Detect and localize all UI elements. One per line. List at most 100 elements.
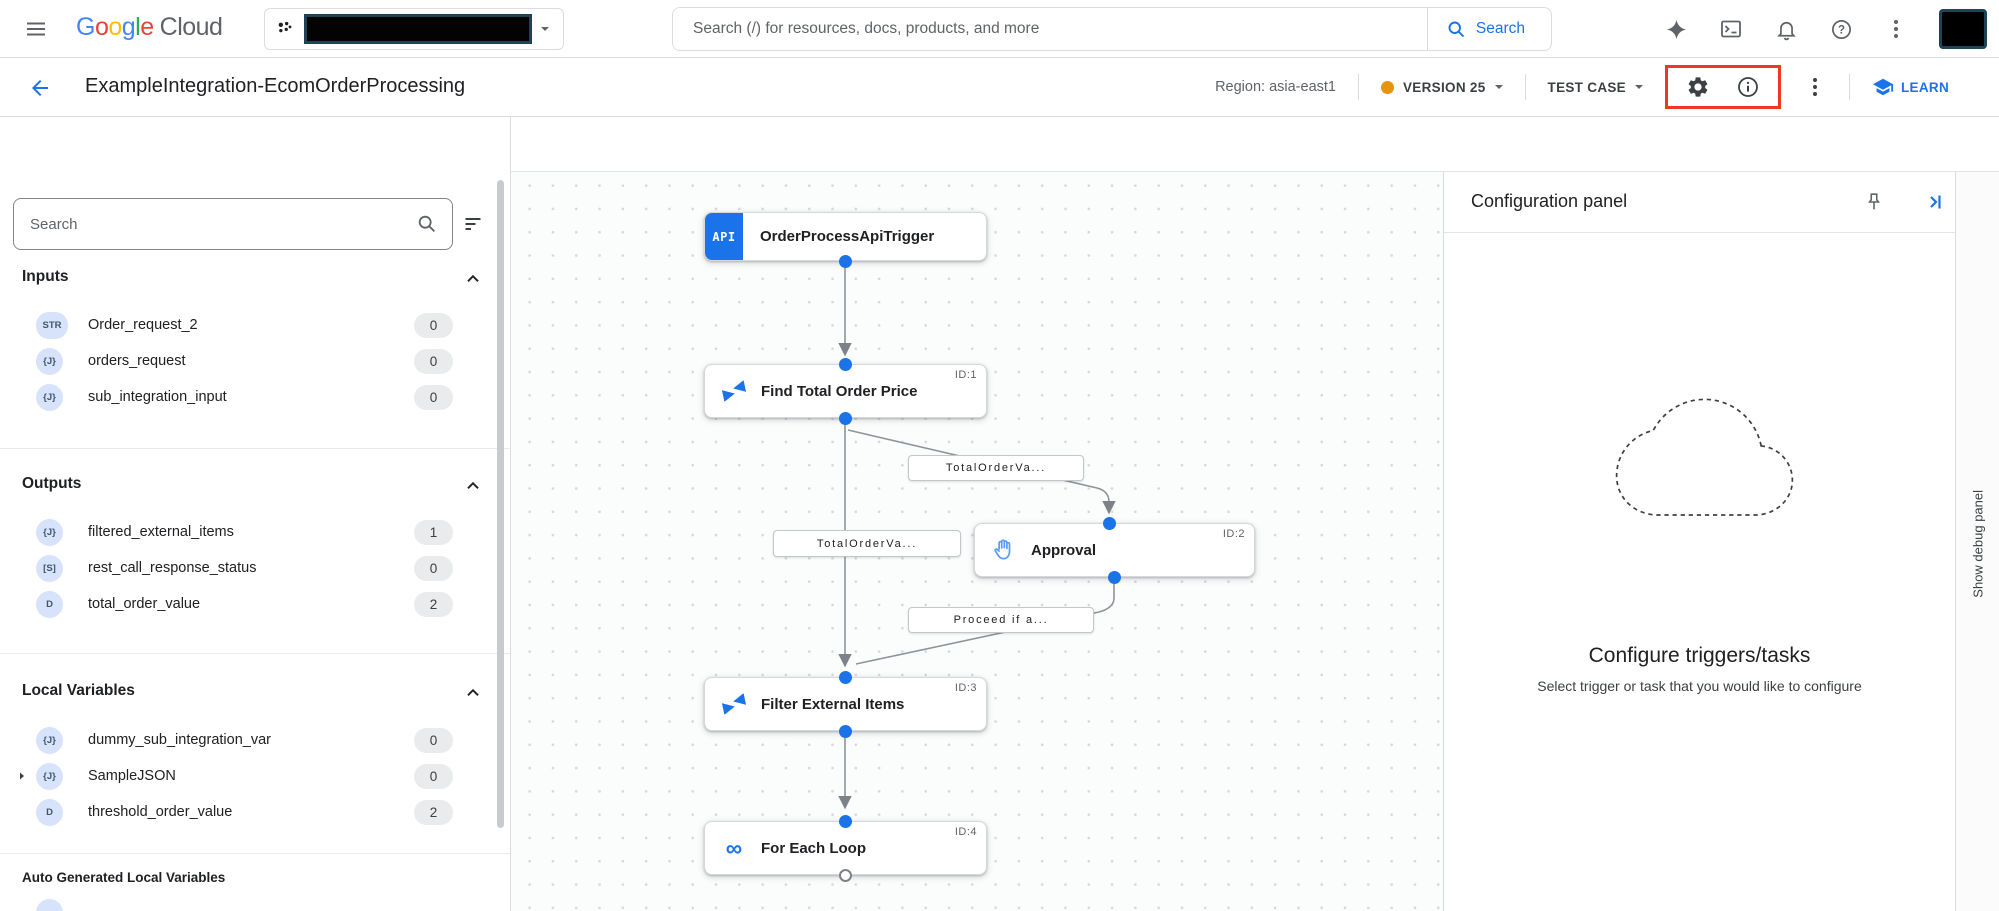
connector-dot[interactable] xyxy=(838,411,852,425)
logo-cloud-text: Cloud xyxy=(159,13,223,41)
node-for-each-loop[interactable]: ID:4 ∞ For Each Loop xyxy=(704,821,987,875)
usage-count[interactable]: 2 xyxy=(414,591,453,617)
page-title: ExampleIntegration-EcomOrderProcessing xyxy=(85,75,466,97)
global-search-input[interactable] xyxy=(673,8,1427,50)
configuration-panel: Configuration panel Configure triggers/t… xyxy=(1443,172,1955,911)
test-case-selector[interactable]: TEST CASE xyxy=(1548,80,1643,95)
edge-label[interactable]: Proceed if a... xyxy=(908,607,1094,633)
node-filter-external-items[interactable]: ID:3 Filter External Items xyxy=(704,677,987,731)
toolbar-divider xyxy=(510,171,1999,172)
more-options-icon[interactable] xyxy=(1884,17,1908,41)
connector-dot[interactable] xyxy=(1107,570,1121,584)
type-badge: D xyxy=(36,590,63,618)
connector-dot[interactable] xyxy=(838,357,852,371)
help-icon[interactable]: ? xyxy=(1829,17,1853,41)
chevron-up-icon[interactable] xyxy=(462,682,484,704)
header-more-icon[interactable] xyxy=(1803,75,1827,99)
variable-row[interactable]: STR Order_request_2 0 xyxy=(0,307,496,343)
edge-label[interactable]: TotalOrderVa... xyxy=(908,455,1084,481)
region-label: Region: asia-east1 xyxy=(1215,79,1336,95)
search-button[interactable]: Search xyxy=(1426,8,1551,50)
version-selector[interactable]: VERSION 25 xyxy=(1381,80,1503,95)
header-actions: Region: asia-east1 VERSION 25 TEST CASE xyxy=(1215,58,1949,116)
pin-icon[interactable] xyxy=(1863,191,1885,213)
configuration-panel-header: Configuration panel xyxy=(1444,172,1955,233)
caret-down-icon xyxy=(541,27,549,31)
show-debug-panel-label: Show debug panel xyxy=(1970,490,1985,598)
settings-gear-icon[interactable] xyxy=(1686,75,1710,99)
type-badge-partial xyxy=(36,899,63,911)
svg-text:?: ? xyxy=(1837,24,1844,36)
variable-row[interactable]: D total_order_value 2 xyxy=(0,586,496,622)
global-search: Search xyxy=(672,7,1552,51)
section-header-inputs: Inputs xyxy=(22,268,69,285)
usage-count[interactable]: 0 xyxy=(414,312,453,338)
loop-infinity-icon: ∞ xyxy=(725,834,743,861)
cloud-shell-icon[interactable] xyxy=(1719,17,1743,41)
variable-row[interactable]: {J} dummy_sub_integration_var 0 xyxy=(0,722,496,758)
node-order-process-api-trigger[interactable]: API OrderProcessApiTrigger xyxy=(704,212,987,261)
variable-row[interactable]: {J} filtered_external_items 1 xyxy=(0,514,496,550)
show-debug-panel-strip[interactable]: Show debug panel xyxy=(1955,172,1999,911)
gemini-sparkle-icon[interactable] xyxy=(1664,17,1688,41)
connector-dot[interactable] xyxy=(838,254,852,268)
variable-row[interactable]: D threshold_order_value 2 xyxy=(0,794,496,830)
back-arrow-icon[interactable] xyxy=(28,76,52,100)
search-icon xyxy=(1446,19,1467,40)
integration-header: ExampleIntegration-EcomOrderProcessing R… xyxy=(0,58,1999,117)
type-badge: D xyxy=(36,798,63,826)
usage-count[interactable]: 0 xyxy=(414,555,453,581)
section-header-outputs: Outputs xyxy=(22,475,82,492)
section-header-local-variables: Local Variables xyxy=(22,682,135,699)
variables-search-input[interactable] xyxy=(30,215,416,233)
project-selector[interactable] xyxy=(264,8,564,50)
connector-dot-open[interactable] xyxy=(838,868,852,882)
type-badge: {J} xyxy=(36,383,63,411)
chevron-up-icon[interactable] xyxy=(462,475,484,497)
connector-dot[interactable] xyxy=(1102,516,1116,530)
connector-dot[interactable] xyxy=(838,724,852,738)
approval-hand-icon xyxy=(991,537,1017,563)
expand-arrow-icon[interactable] xyxy=(16,770,28,782)
type-badge: {J} xyxy=(36,518,63,546)
chevron-up-icon[interactable] xyxy=(462,268,484,290)
caret-down-icon xyxy=(1494,85,1503,89)
project-grid-icon xyxy=(275,19,295,39)
node-approval[interactable]: ID:2 Approval xyxy=(974,523,1255,577)
usage-count[interactable]: 0 xyxy=(414,727,453,753)
user-avatar[interactable] xyxy=(1939,9,1987,49)
node-find-total-order-price[interactable]: ID:1 Find Total Order Price xyxy=(704,364,987,418)
sidebar-scrollbar[interactable] xyxy=(497,180,504,828)
sort-icon[interactable] xyxy=(462,212,486,236)
learn-button[interactable]: LEARN xyxy=(1872,76,1949,98)
type-badge: STR xyxy=(36,311,68,339)
edge-label[interactable]: TotalOrderVa... xyxy=(773,530,961,557)
collapse-panel-right-icon[interactable] xyxy=(1922,190,1946,214)
project-name-redacted xyxy=(304,14,532,44)
empty-state-subtitle: Select trigger or task that you would li… xyxy=(1537,678,1862,694)
variable-row[interactable]: {J} sub_integration_input 0 xyxy=(0,379,496,415)
type-badge: {J} xyxy=(36,762,63,790)
usage-count[interactable]: 2 xyxy=(414,799,453,825)
type-badge: {J} xyxy=(36,726,63,754)
info-icon[interactable] xyxy=(1736,75,1760,99)
variable-row[interactable]: [S] rest_call_response_status 0 xyxy=(0,550,496,586)
main-menu-icon[interactable] xyxy=(24,17,48,41)
api-trigger-icon: API xyxy=(705,213,743,260)
usage-count[interactable]: 1 xyxy=(414,519,453,545)
caret-down-icon xyxy=(1635,85,1643,89)
connector-dot[interactable] xyxy=(838,814,852,828)
notifications-bell-icon[interactable] xyxy=(1774,17,1798,41)
usage-count[interactable]: 0 xyxy=(414,348,453,374)
sidebar-border xyxy=(510,117,511,911)
variables-search-box xyxy=(13,198,453,250)
connector-dot[interactable] xyxy=(838,670,852,684)
variable-row[interactable]: {J} SampleJSON 0 xyxy=(0,758,496,794)
usage-count[interactable]: 0 xyxy=(414,384,453,410)
variable-row[interactable]: {J} orders_request 0 xyxy=(0,343,496,379)
usage-count[interactable]: 0 xyxy=(414,763,453,789)
flow-canvas[interactable]: TotalOrderVa... TotalOrderVa... Proceed … xyxy=(511,172,1443,911)
